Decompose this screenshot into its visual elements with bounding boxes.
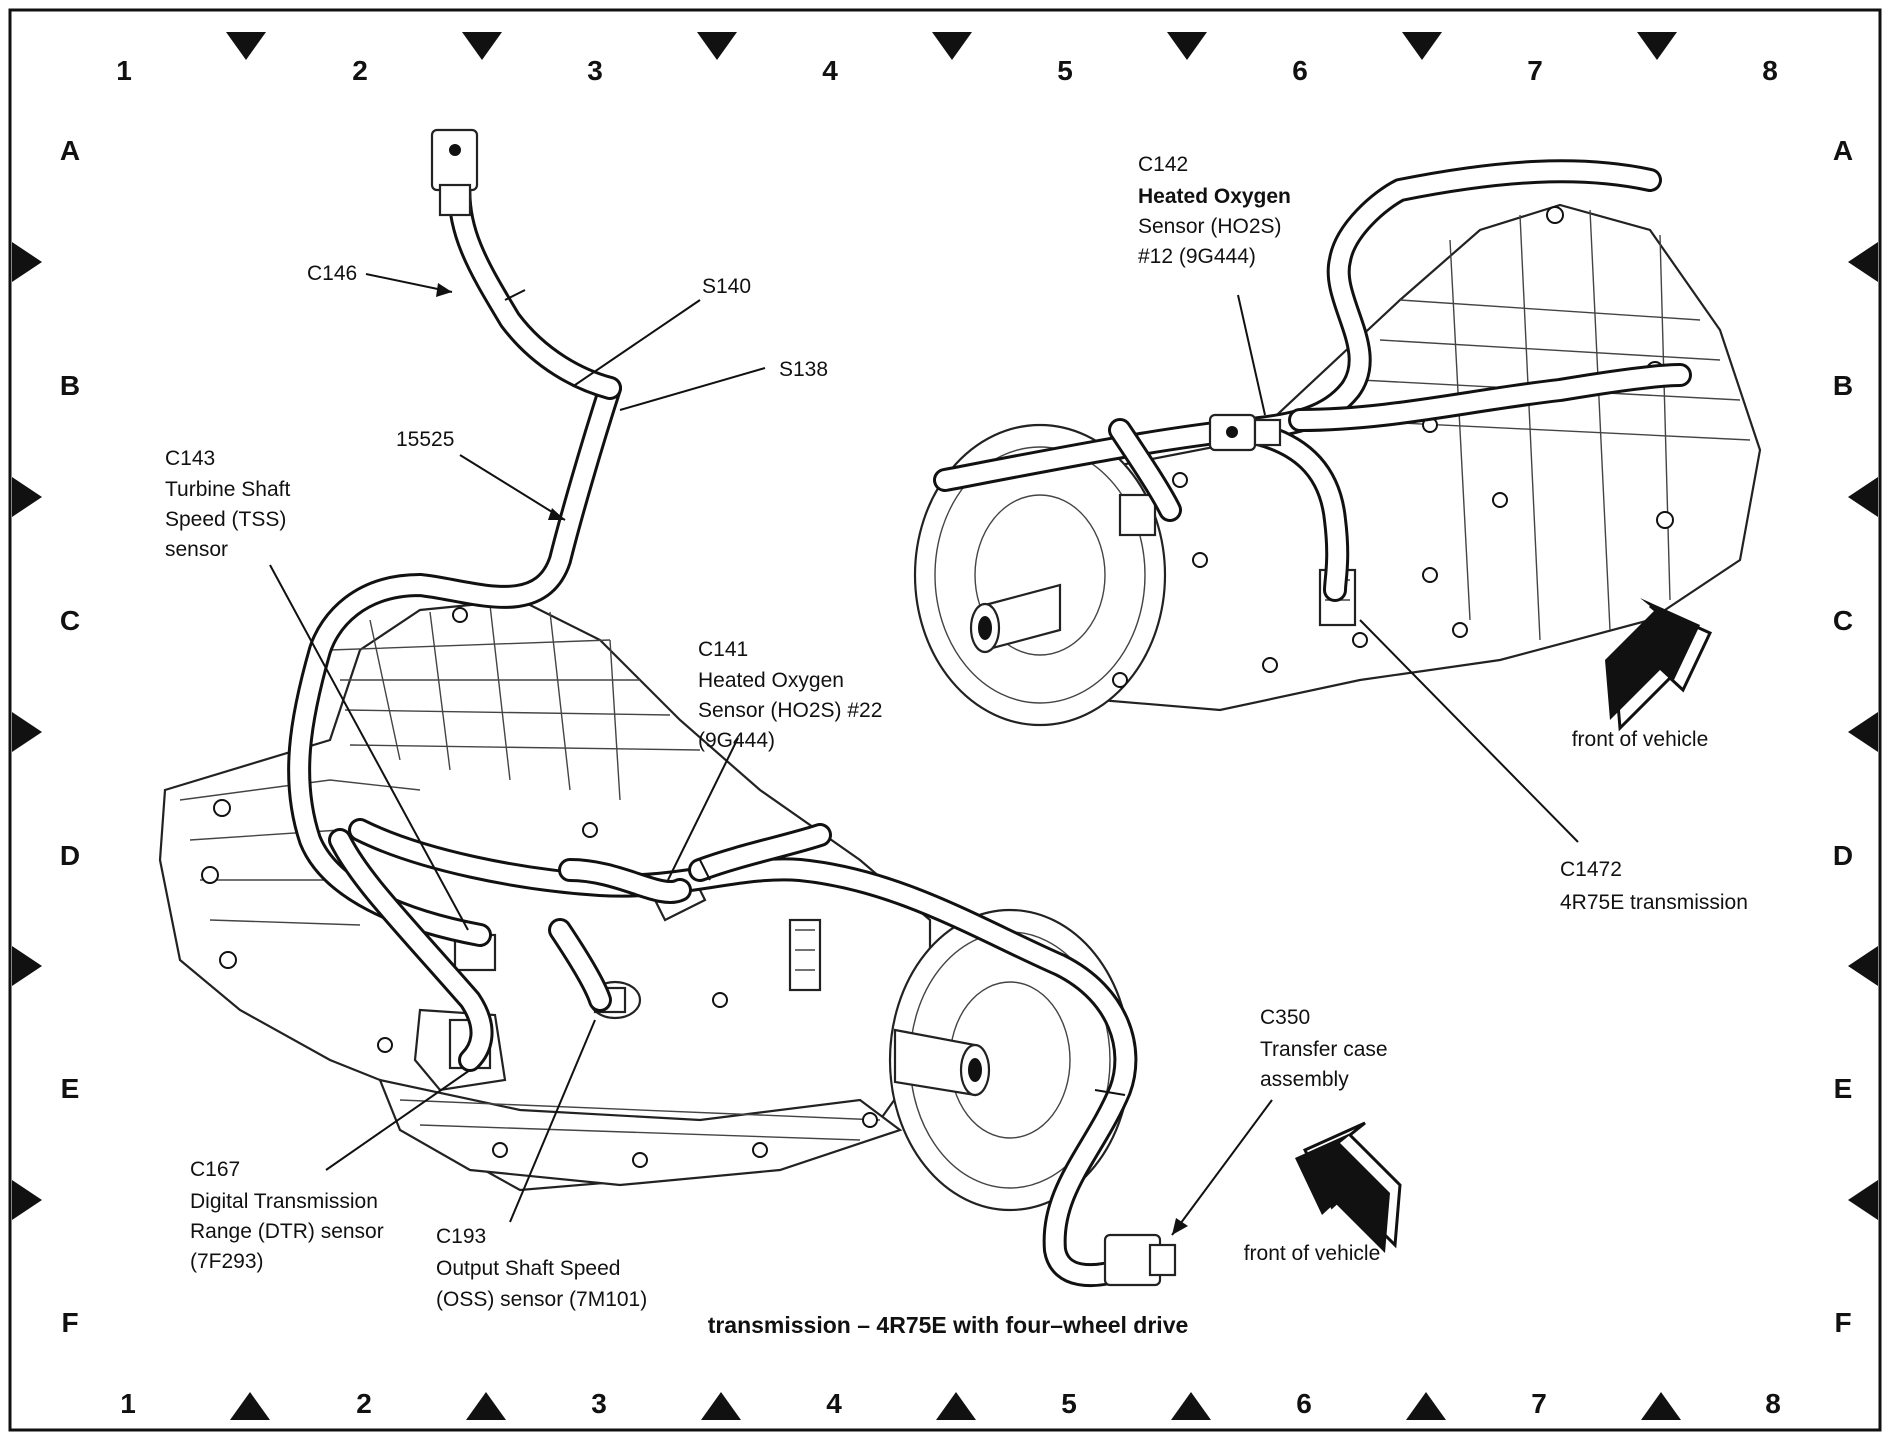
grid-col-top-7: 7 (1527, 55, 1543, 86)
callout-c1472-line-1: 4R75E transmission (1560, 891, 1748, 914)
callout-c141-line-3: (9G444) (698, 729, 775, 752)
callout-c143-line-2: Speed (TSS) (165, 508, 286, 531)
callout-c193-id: C193 (436, 1225, 486, 1248)
grid-row-left-d: D (60, 840, 80, 871)
grid-markers-bottom (230, 1392, 1681, 1420)
callout-s140-id: S140 (702, 275, 751, 298)
grid-columns-bottom: 1 2 3 4 5 6 7 8 (120, 1388, 1781, 1419)
grid-col-bottom-1: 1 (120, 1388, 136, 1419)
grid-row-right-a: A (1833, 135, 1853, 166)
callout-c142-line-2: Sensor (HO2S) (1138, 215, 1282, 238)
front-of-vehicle-upper-label: front of vehicle (1572, 728, 1709, 751)
callout-s138-id: S138 (779, 358, 828, 381)
callout-c167-id: C167 (190, 1158, 240, 1181)
callout-c141-line-1: Heated Oxygen (698, 669, 844, 692)
grid-col-top-3: 3 (587, 55, 603, 86)
grid-col-top-6: 6 (1292, 55, 1308, 86)
callout-c350: C350 Transfer case assembly (1260, 1006, 1388, 1091)
callout-c141: C141 Heated Oxygen Sensor (HO2S) #22 (9G… (698, 638, 882, 752)
callout-c167-line-3: (7F293) (190, 1250, 264, 1273)
grid-row-right-d: D (1833, 840, 1853, 871)
callout-c350-id: C350 (1260, 1006, 1310, 1029)
callout-c143-id: C143 (165, 447, 215, 470)
diagram-caption: transmission – 4R75E with four–wheel dri… (708, 1312, 1189, 1338)
callout-c143-line-3: sensor (165, 538, 228, 561)
callout-c167-line-2: Range (DTR) sensor (190, 1220, 384, 1243)
callout-c193-line-1: Output Shaft Speed (436, 1257, 620, 1280)
grid-row-left-c: C (60, 605, 80, 636)
callout-c167: C167 Digital Transmission Range (DTR) se… (190, 1158, 384, 1273)
callout-c146-id: C146 (307, 262, 357, 285)
grid-row-right-b: B (1833, 370, 1853, 401)
grid-rows-right: A B C D E F (1833, 135, 1853, 1338)
callout-c1472: C1472 4R75E transmission (1560, 858, 1748, 914)
grid-row-left-e: E (61, 1073, 80, 1104)
callout-c143-line-1: Turbine Shaft (165, 478, 290, 501)
callout-c141-id: C141 (698, 638, 748, 661)
leader-lines (269, 273, 1579, 1236)
grid-columns-top: 1 2 3 4 5 6 7 8 (116, 55, 1778, 86)
transmission-upper-drawing (913, 203, 1762, 727)
front-arrow-upper (1605, 598, 1713, 732)
callout-c142-id: C142 (1138, 153, 1188, 176)
callout-c143: C143 Turbine Shaft Speed (TSS) sensor (165, 447, 290, 561)
grid-row-right-f: F (1834, 1307, 1851, 1338)
grid-col-top-4: 4 (822, 55, 838, 86)
grid-col-bottom-8: 8 (1765, 1388, 1781, 1419)
callout-s140: S140 (702, 275, 751, 298)
callout-c141-line-2: Sensor (HO2S) #22 (698, 699, 882, 722)
callout-harness-id: 15525 (396, 428, 454, 451)
callout-harness: 15525 (396, 428, 454, 451)
callout-c350-line-2: assembly (1260, 1068, 1349, 1091)
grid-col-bottom-4: 4 (826, 1388, 842, 1419)
callout-c142-line-1: Heated Oxygen (1138, 185, 1291, 208)
grid-row-left-f: F (61, 1307, 78, 1338)
grid-row-left-b: B (60, 370, 80, 401)
grid-col-top-2: 2 (352, 55, 368, 86)
callout-c167-line-1: Digital Transmission (190, 1190, 378, 1213)
grid-col-bottom-3: 3 (591, 1388, 607, 1419)
callout-c193-line-2: (OSS) sensor (7M101) (436, 1288, 647, 1311)
front-of-vehicle-lower-label: front of vehicle (1244, 1242, 1381, 1265)
callout-s138: S138 (779, 358, 828, 381)
grid-rows-left: A B C D E F (60, 135, 80, 1338)
harness-upper (933, 159, 1692, 602)
grid-row-right-e: E (1834, 1073, 1853, 1104)
grid-row-right-c: C (1833, 605, 1853, 636)
grid-markers-top (226, 32, 1677, 60)
grid-col-bottom-7: 7 (1531, 1388, 1547, 1419)
grid-col-bottom-2: 2 (356, 1388, 372, 1419)
grid-markers-right (1848, 242, 1878, 1220)
grid-row-left-a: A (60, 135, 80, 166)
callout-c193: C193 Output Shaft Speed (OSS) sensor (7M… (436, 1225, 647, 1311)
front-arrow-lower (1295, 1121, 1402, 1253)
grid-col-bottom-5: 5 (1061, 1388, 1077, 1419)
grid-col-top-5: 5 (1057, 55, 1073, 86)
grid-col-top-1: 1 (116, 55, 132, 86)
grid-markers-left (12, 242, 42, 1220)
harness-15525 (287, 128, 1177, 1288)
grid-col-bottom-6: 6 (1296, 1388, 1312, 1419)
callout-c350-line-1: Transfer case (1260, 1038, 1388, 1061)
grid-col-top-8: 8 (1762, 55, 1778, 86)
callout-c146: C146 (307, 262, 357, 285)
callout-c1472-id: C1472 (1560, 858, 1622, 881)
callout-c142: C142 Heated Oxygen Sensor (HO2S) #12 (9G… (1138, 153, 1291, 268)
transmission-lower-drawing (158, 598, 1132, 1212)
callout-c142-line-3: #12 (9G444) (1138, 245, 1256, 268)
